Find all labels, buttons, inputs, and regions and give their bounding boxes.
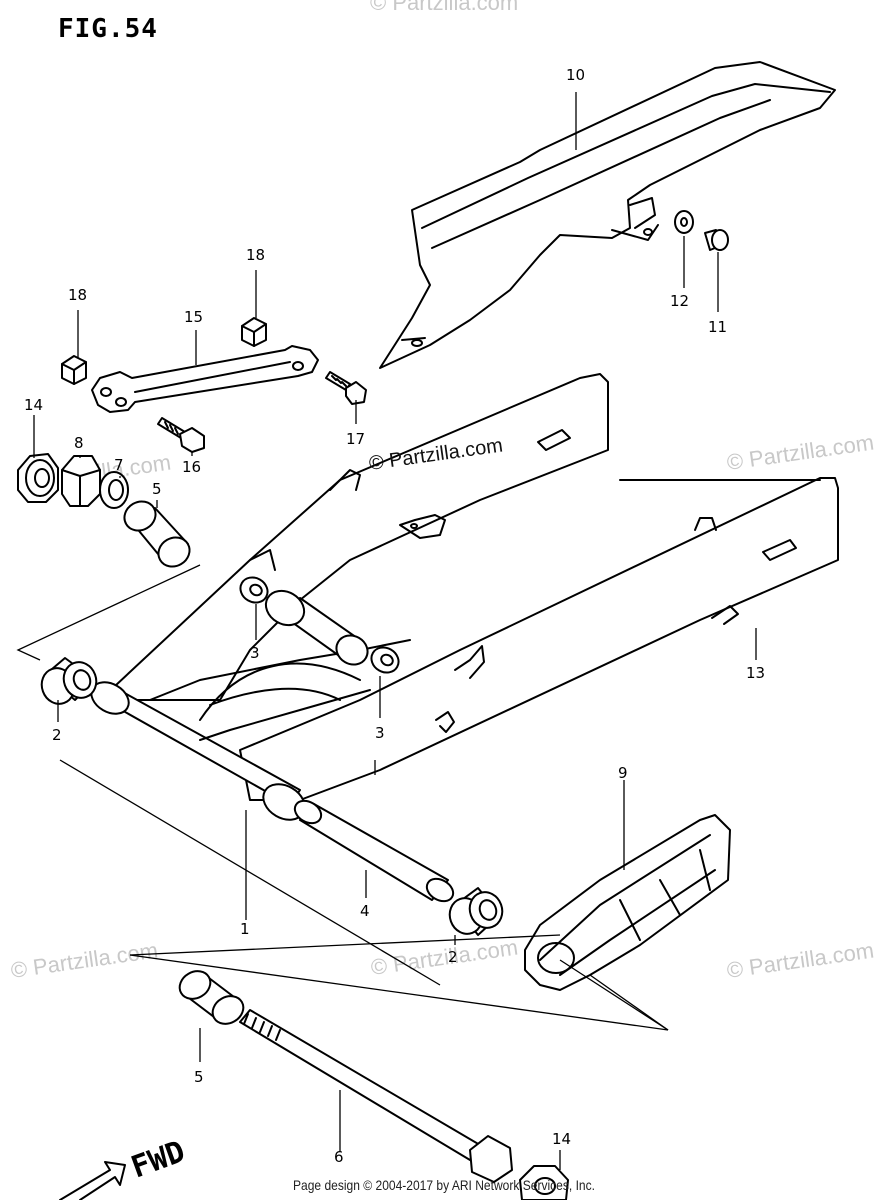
watermark-bottom-right: © Partzilla.com [725,938,875,983]
callout-18-top: 18 [246,246,265,264]
assembly-lines [16,564,669,1031]
part-washer-7 [99,471,129,509]
part-bolt-17 [325,371,367,405]
part-bolt-11 [704,229,729,251]
watermark-bottom-left: © Partzilla.com [9,938,159,983]
callout-5-top: 5 [152,480,162,498]
part-nut-18-right [241,317,267,347]
callout-3-right: 3 [375,724,385,742]
part-swingarm [90,373,839,821]
callout-15: 15 [184,308,203,326]
callout-14-top: 14 [24,396,43,414]
callout-10: 10 [566,66,585,84]
callout-3-left: 3 [250,644,260,662]
part-nut-14-top [17,453,59,503]
part-chain-guide [524,814,731,991]
part-pivot-shaft [239,1009,513,1183]
part-bushing-3-right [370,646,400,674]
callout-17: 17 [346,430,365,448]
callout-12: 12 [670,292,689,310]
part-chain-case [379,61,836,369]
watermark-bottom-center: © Partzilla.com [369,935,519,980]
leader-lines [33,92,757,1170]
part-pivot-collar [293,799,455,903]
callout-1: 1 [240,920,250,938]
part-spacer-5-bottom [178,970,245,1025]
callout-8: 8 [74,434,84,452]
watermark-right: © Partzilla.com [725,430,875,475]
part-nut-14-bottom [519,1165,569,1200]
part-bushing-3-left [239,576,269,604]
callout-14-bottom: 14 [552,1130,571,1148]
callout-16: 16 [182,458,201,476]
part-nut-18-left [61,355,87,385]
part-spacer-5-top [123,500,191,568]
callout-5-bottom: 5 [194,1068,204,1086]
callout-9: 9 [618,764,628,782]
callout-11: 11 [708,318,727,336]
callout-7: 7 [114,456,124,474]
callout-2-left: 2 [52,726,62,744]
callout-13: 13 [746,664,765,682]
callout-2-right: 2 [448,948,458,966]
part-nut-8 [61,455,101,507]
part-torque-link [91,345,319,413]
part-bolt-16 [157,417,205,453]
part-bearing-2-right [448,887,504,936]
figure-title: FIG.54 [58,14,158,44]
part-washer-12 [674,210,694,234]
page-footer: Page design © 2004-2017 by ARI Network S… [292,1177,595,1193]
part-bearing-2-left [40,657,98,705]
callout-4: 4 [360,902,370,920]
callout-18-left: 18 [68,286,87,304]
callout-6: 6 [334,1148,344,1166]
watermark-top: © Partzilla.com [370,0,518,15]
